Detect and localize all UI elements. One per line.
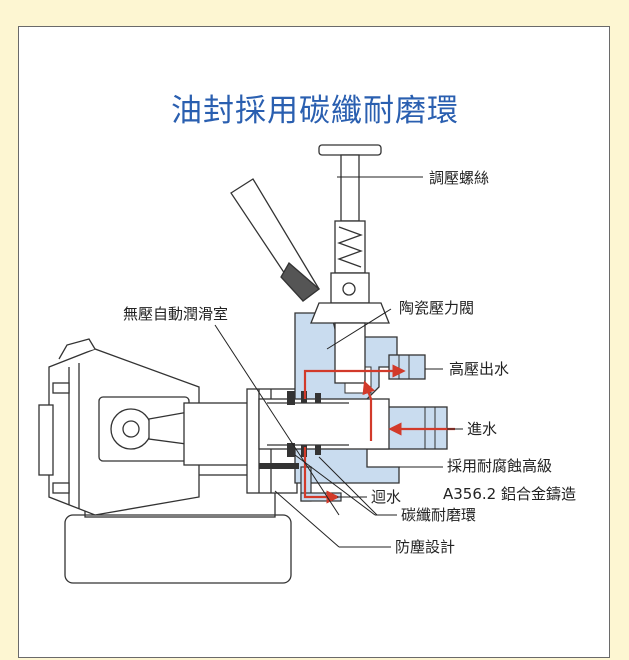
label-return-water: 迴水 <box>371 488 401 506</box>
label-corrosion-resistant: 採用耐腐蝕高級 <box>447 457 552 475</box>
label-auto-lube-chamber: 無壓自動潤滑室 <box>123 305 228 323</box>
pump-diagram: 油封採用碳纖耐磨環 <box>38 93 576 584</box>
label-water-inlet: 進水 <box>467 420 497 438</box>
label-dustproof-design: 防塵設計 <box>395 538 455 556</box>
label-high-pressure-outlet: 高壓出水 <box>449 360 509 378</box>
pressure-lever <box>230 178 321 302</box>
label-carbon-ring: 碳纖耐磨環 <box>401 506 476 524</box>
diagram-title: 油封採用碳纖耐磨環 <box>171 93 459 129</box>
valve-tower <box>310 144 390 384</box>
plunger-rod <box>258 398 390 450</box>
label-adjust-screw: 調壓螺絲 <box>429 169 489 187</box>
label-alloy-casting: A356.2 鋁合金鑄造 <box>443 485 576 503</box>
leader-lines <box>214 176 463 548</box>
label-ceramic-valve: 陶瓷壓力閥 <box>399 299 474 317</box>
diagram-frame: 油封採用碳纖耐磨環 <box>18 26 610 658</box>
